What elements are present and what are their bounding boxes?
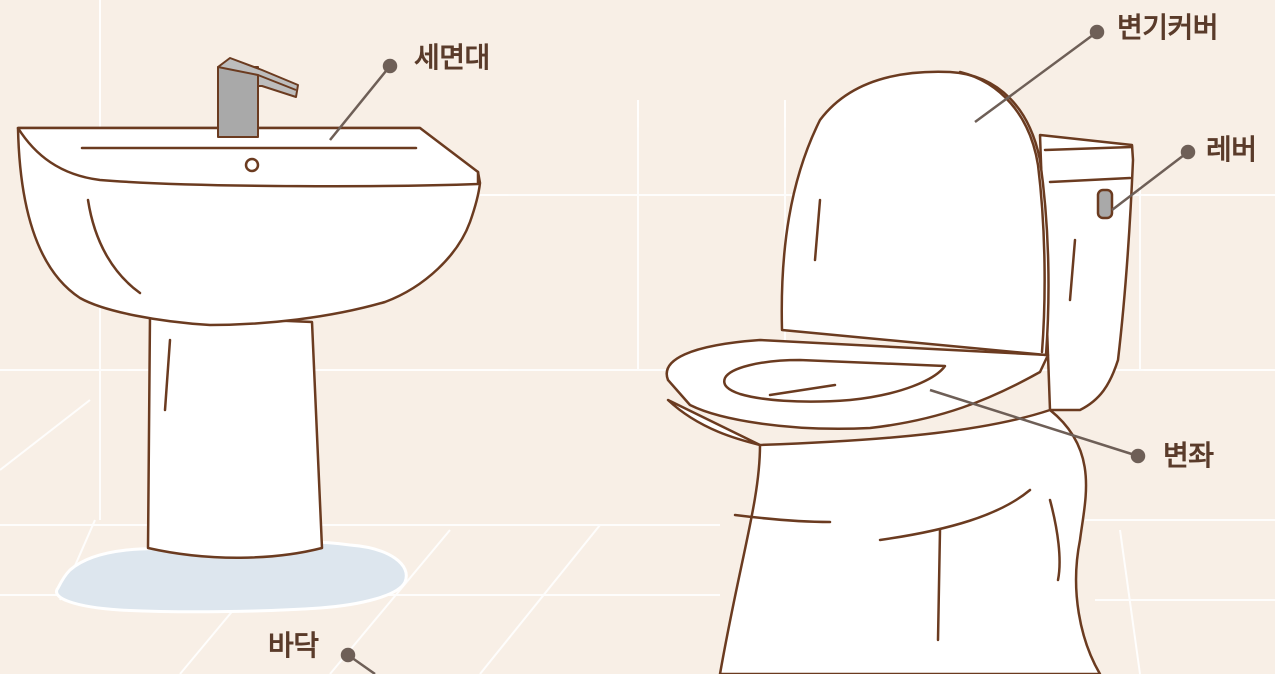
lever-label: 레버 xyxy=(1206,136,1257,164)
toilet-lever xyxy=(1098,190,1112,218)
sink xyxy=(18,128,480,558)
toilet-seat-label: 변좌 xyxy=(1163,442,1214,470)
sink-label: 세면대 xyxy=(414,44,490,72)
floor-label: 바닥 xyxy=(268,632,319,660)
toilet-cover-label: 변기커버 xyxy=(1117,14,1218,42)
faucet xyxy=(218,58,298,137)
toilet-tank xyxy=(1040,135,1133,410)
toilet xyxy=(667,72,1133,674)
toilet-cover xyxy=(782,72,1049,355)
sink-pedestal xyxy=(148,315,322,558)
toilet-bowl xyxy=(668,400,1100,674)
